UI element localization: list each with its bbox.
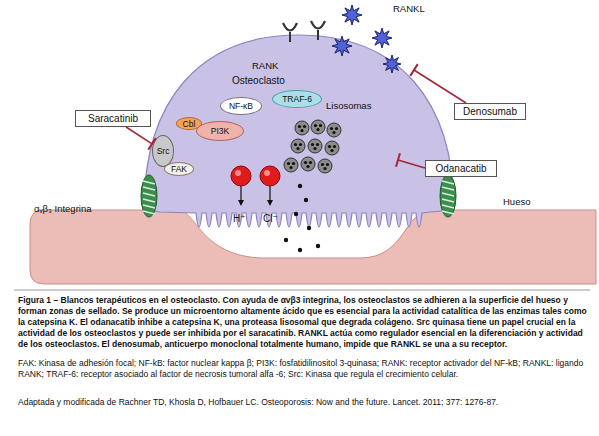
part-label: Cl⁻ bbox=[263, 213, 278, 224]
drug-box: Saracatinib bbox=[75, 110, 151, 127]
inhibition-bar bbox=[410, 64, 418, 76]
note-text: FAK: Kinasa de adhesión focal; NF-kB: fa… bbox=[18, 358, 590, 380]
part-label: RANKL bbox=[393, 3, 425, 14]
node-label: PI3K bbox=[211, 126, 229, 136]
connector-line bbox=[126, 127, 152, 144]
receptor-cup bbox=[283, 23, 297, 31]
drug-box: Odanacatib bbox=[425, 160, 497, 177]
cell-label: Osteoclasto bbox=[232, 75, 285, 86]
receptor-cup bbox=[311, 21, 325, 29]
note-text: Adaptada y modificada de Rachner TD, Kho… bbox=[18, 397, 590, 408]
bone-shape bbox=[30, 210, 596, 284]
figure-caption: Figura 1 – Blancos terapéuticos en el os… bbox=[18, 295, 590, 350]
part-label: αᵥβ₃ Integrina bbox=[34, 203, 92, 214]
separator-line bbox=[14, 290, 590, 291]
node-label: Saracatinib bbox=[88, 113, 138, 124]
part-label: Lisosomas bbox=[326, 100, 371, 111]
enzyme-dot bbox=[316, 244, 320, 248]
node-label: NF-κB bbox=[229, 101, 253, 111]
node-label: Odanacatib bbox=[435, 163, 486, 174]
cell-outline bbox=[140, 35, 458, 245]
rankl-ligand bbox=[342, 5, 362, 25]
node-label: FAK bbox=[171, 164, 187, 174]
part-label: H⁺ bbox=[233, 213, 246, 224]
protein-ellipse: NF-κB bbox=[220, 97, 262, 115]
protein-ellipse: PI3K bbox=[196, 121, 244, 141]
enzyme-dot bbox=[284, 238, 288, 242]
node-label: Src bbox=[157, 146, 170, 156]
cell-membrane bbox=[144, 35, 454, 227]
node-label: Cbl bbox=[183, 119, 196, 129]
node-label: TRAF-6 bbox=[282, 94, 312, 104]
part-label: RANK bbox=[252, 60, 278, 71]
protein-ellipse: TRAF-6 bbox=[272, 90, 322, 108]
enzyme-dot bbox=[298, 248, 302, 252]
protein-ellipse: FAK bbox=[164, 162, 194, 176]
rankl-ligand bbox=[372, 28, 392, 48]
node-label: Denosumab bbox=[463, 106, 517, 117]
drug-box: Denosumab bbox=[454, 103, 526, 120]
osteoclast-cell: OsteoclastoSrc CblPI3K FAK NF-κB TRAF-6 bbox=[140, 35, 458, 245]
part-label: Hueso bbox=[503, 196, 530, 207]
